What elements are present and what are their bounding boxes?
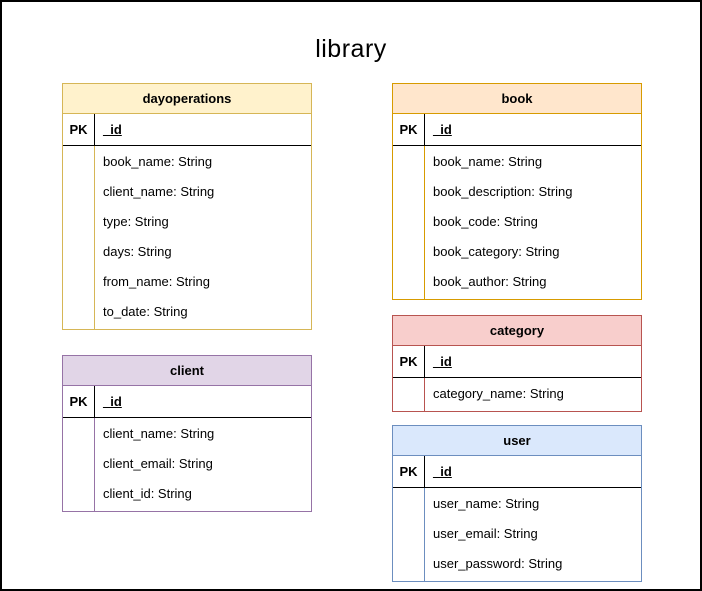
entity-fields: book_name: String book_description: Strin… <box>393 146 641 299</box>
entity-title: book <box>501 91 533 106</box>
pk-field: _id <box>433 354 452 369</box>
field-label: from_name: String <box>103 273 210 289</box>
field-label: client_email: String <box>103 455 213 471</box>
pk-label: PK <box>393 114 425 145</box>
field-label: category_name: String <box>433 385 564 401</box>
pk-row: PK _id <box>393 346 641 378</box>
pk-field: _id <box>433 122 452 137</box>
pk-label: PK <box>63 114 95 145</box>
field-label: to_date: String <box>103 303 188 319</box>
field-row: user_email: String <box>393 518 641 548</box>
entity-fields: user_name: String user_email: String user_… <box>393 488 641 581</box>
pk-row: PK _id <box>63 386 311 418</box>
pk-field-cell: _id <box>425 456 641 487</box>
field-row: client_id: String <box>63 478 311 508</box>
pk-label: PK <box>63 386 95 417</box>
field-label: type: String <box>103 213 169 229</box>
field-row: category_name: String <box>393 378 641 408</box>
field-label: user_password: String <box>433 555 563 571</box>
field-row: type: String <box>63 206 311 236</box>
field-row: book_description: String <box>393 176 641 206</box>
field-row: user_name: String <box>393 488 641 518</box>
pk-field-cell: _id <box>425 114 641 145</box>
pk-label: PK <box>393 346 425 377</box>
field-row: days: String <box>63 236 311 266</box>
pk-row: PK _id <box>63 114 311 146</box>
pk-field-cell: _id <box>95 114 311 145</box>
field-label: book_description: String <box>433 183 573 199</box>
field-label: book_category: String <box>433 243 560 259</box>
field-row: client_email: String <box>63 448 311 478</box>
pk-label: PK <box>393 456 425 487</box>
field-row: book_code: String <box>393 206 641 236</box>
field-label: book_author: String <box>433 273 547 289</box>
entity-table-dayoperations: dayoperations PK _id book_name: String cl… <box>62 83 312 330</box>
entity-table-user: user PK _id user_name: String user_email:… <box>392 425 642 582</box>
entity-title: dayoperations <box>142 91 232 106</box>
pk-row: PK _id <box>393 456 641 488</box>
entity-table-category: category PK _id category_name: String <box>392 315 642 412</box>
entity-fields: category_name: String <box>393 378 641 411</box>
field-row: book_name: String <box>393 146 641 176</box>
pk-field: _id <box>103 122 122 137</box>
field-label: days: String <box>103 243 172 259</box>
pk-field: _id <box>433 464 452 479</box>
entity-header: book <box>393 84 641 114</box>
entity-header: user <box>393 426 641 456</box>
field-row: from_name: String <box>63 266 311 296</box>
field-label: user_email: String <box>433 525 538 541</box>
field-label: book_code: String <box>433 213 538 229</box>
pk-field: _id <box>103 394 122 409</box>
entity-title: user <box>503 433 531 448</box>
entity-fields: client_name: String client_email: String c… <box>63 418 311 511</box>
field-label: user_name: String <box>433 495 540 511</box>
field-label: book_name: String <box>433 153 543 169</box>
pk-field-cell: _id <box>425 346 641 377</box>
field-row: book_author: String <box>393 266 641 296</box>
field-row: book_name: String <box>63 146 311 176</box>
field-row: user_password: String <box>393 548 641 578</box>
diagram-title: library <box>315 35 387 63</box>
field-label: client_name: String <box>103 183 215 199</box>
field-row: book_category: String <box>393 236 641 266</box>
pk-row: PK _id <box>393 114 641 146</box>
entity-header: dayoperations <box>63 84 311 114</box>
entity-header: client <box>63 356 311 386</box>
field-label: book_name: String <box>103 153 213 169</box>
pk-field-cell: _id <box>95 386 311 417</box>
field-label: client_id: String <box>103 485 192 501</box>
field-label: client_name: String <box>103 425 215 441</box>
entity-title: client <box>170 363 204 378</box>
entity-title: category <box>489 323 545 338</box>
entity-header: category <box>393 316 641 346</box>
entity-table-book: book PK _id book_name: String book_descri… <box>392 83 642 300</box>
field-row: to_date: String <box>63 296 311 326</box>
field-row: client_name: String <box>63 418 311 448</box>
entity-fields: book_name: String client_name: String type… <box>63 146 311 329</box>
field-row: client_name: String <box>63 176 311 206</box>
